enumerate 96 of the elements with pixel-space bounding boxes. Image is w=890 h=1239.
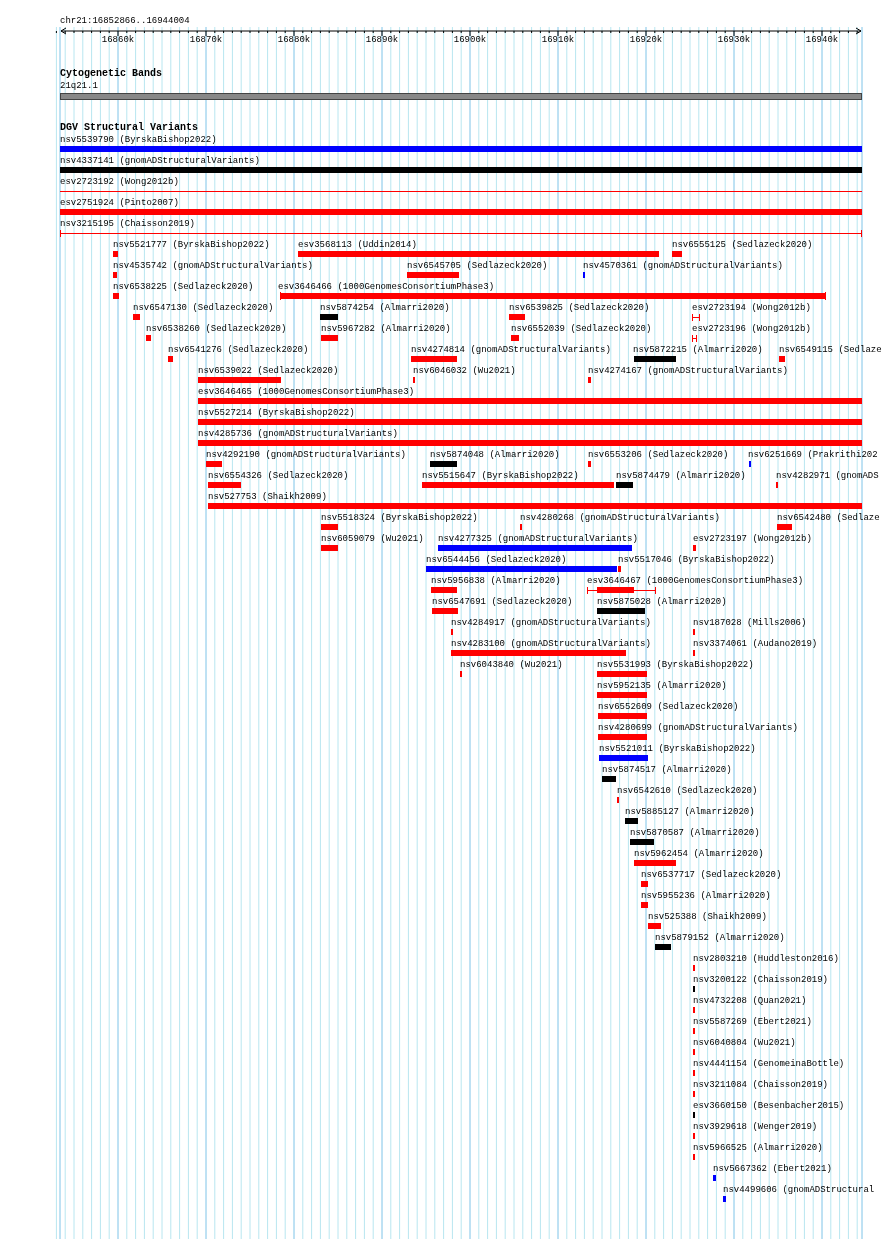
variant-label: nsv6549115 (Sedlaze: [779, 345, 882, 355]
tick-label: 16870k: [189, 35, 223, 45]
variant-label: nsv6538260 (Sedlazeck2020): [146, 324, 287, 334]
variant-label: nsv4280699 (gnomADStructuralVariants): [598, 723, 798, 733]
variant-label: nsv4274814 (gnomADStructuralVariants): [411, 345, 611, 355]
variant-label: nsv4732208 (Quan2021): [693, 996, 807, 1006]
variant-label: nsv3929618 (Wenger2019): [693, 1122, 818, 1132]
variant-label: nsv4285736 (gnomADStructuralVariants): [198, 429, 398, 439]
variant-label: esv3646467 (1000GenomesConsortiumPhase3): [587, 576, 804, 586]
variant-label: nsv4337141 (gnomADStructuralVariants): [60, 156, 260, 166]
region-title: chr21:16852866..16944004: [60, 16, 190, 26]
variant-label: esv2723197 (Wong2012b): [693, 534, 812, 544]
variant-label: nsv4274167 (gnomADStructuralVariants): [588, 366, 788, 376]
variant-label: nsv6542480 (Sedlaze: [777, 513, 880, 523]
variant-label: nsv5875028 (Almarri2020): [597, 597, 727, 607]
variant-label: nsv3200122 (Chaisson2019): [693, 975, 829, 985]
tick-label: 16910k: [541, 35, 575, 45]
variant-label: nsv4441154 (GenomeinaBottle): [693, 1059, 845, 1069]
variant-label: nsv5518324 (ByrskaBishop2022): [321, 513, 478, 523]
track-title: Cytogenetic Bands: [60, 69, 163, 79]
variant-label: nsv4284917 (gnomADStructuralVariants): [451, 618, 651, 628]
band-label: 21q21.1: [60, 81, 98, 91]
variant-label: nsv525388 (Shaikh2009): [648, 912, 767, 922]
variant-label: nsv4499606 (gnomADStructural: [723, 1185, 875, 1195]
variant-label: nsv6043840 (Wu2021): [460, 660, 563, 670]
variant-label: nsv5955236 (Almarri2020): [641, 891, 771, 901]
variant-label: nsv5966525 (Almarri2020): [693, 1143, 823, 1153]
variant-label: nsv5870587 (Almarri2020): [630, 828, 760, 838]
variant-label: esv2723192 (Wong2012b): [60, 177, 179, 187]
variant-label: nsv6547691 (Sedlazeck2020): [432, 597, 573, 607]
tick-label: 16900k: [453, 35, 487, 45]
variant-label: nsv6555125 (Sedlazeck2020): [672, 240, 813, 250]
variant-label: esv3568113 (Uddin2014): [298, 240, 417, 250]
variant-label: nsv6059079 (Wu2021): [321, 534, 424, 544]
variant-label: esv3660150 (Besenbacher2015): [693, 1101, 845, 1111]
variant-label: nsv6552039 (Sedlazeck2020): [511, 324, 652, 334]
variant-label: nsv6539825 (Sedlazeck2020): [509, 303, 650, 313]
variant-label: nsv5531993 (ByrskaBishop2022): [597, 660, 754, 670]
variant-label: nsv6538225 (Sedlazeck2020): [113, 282, 254, 292]
variant-label: nsv5872215 (Almarri2020): [633, 345, 763, 355]
variant-label: nsv4570361 (gnomADStructuralVariants): [583, 261, 783, 271]
variant-label: nsv4282971 (gnomADS: [776, 471, 879, 481]
variant-label: nsv5517046 (ByrskaBishop2022): [618, 555, 775, 565]
variant-label: nsv6554326 (Sedlazeck2020): [208, 471, 349, 481]
variant-label: nsv6542610 (Sedlazeck2020): [617, 786, 758, 796]
variant-label: nsv5539790 (ByrskaBishop2022): [60, 135, 217, 145]
variant-label: nsv3215195 (Chaisson2019): [60, 219, 196, 229]
variant-label: nsv2803210 (Huddleston2016): [693, 954, 839, 964]
variant-label: nsv527753 (Shaikh2009): [208, 492, 327, 502]
variant-label: nsv6552609 (Sedlazeck2020): [598, 702, 739, 712]
variant-label: esv3646466 (1000GenomesConsortiumPhase3): [278, 282, 495, 292]
variant-label: nsv5967282 (Almarri2020): [321, 324, 451, 334]
variant-label: nsv6537717 (Sedlazeck2020): [641, 870, 782, 880]
tick-label: 16890k: [365, 35, 399, 45]
variant-label: nsv6547130 (Sedlazeck2020): [133, 303, 274, 313]
variant-label: nsv3374061 (Audano2019): [693, 639, 818, 649]
variant-label: nsv5527214 (ByrskaBishop2022): [198, 408, 355, 418]
variant-label: nsv4292190 (gnomADStructuralVariants): [206, 450, 406, 460]
variant-label: esv2751924 (Pinto2007): [60, 198, 179, 208]
tick-label: 16940k: [805, 35, 839, 45]
tick-label: 16930k: [717, 35, 751, 45]
variant-label: nsv6545705 (Sedlazeck2020): [407, 261, 548, 271]
variant-label: nsv4535742 (gnomADStructuralVariants): [113, 261, 313, 271]
variant-label: nsv5667362 (Ebert2021): [713, 1164, 832, 1174]
variant-label: nsv5952135 (Almarri2020): [597, 681, 727, 691]
variant-label: nsv5521011 (ByrskaBishop2022): [599, 744, 756, 754]
tick-label: 16880k: [277, 35, 311, 45]
variant-label: nsv5874048 (Almarri2020): [430, 450, 560, 460]
variant-label: nsv6541276 (Sedlazeck2020): [168, 345, 309, 355]
variant-label: nsv4277325 (gnomADStructuralVariants): [438, 534, 638, 544]
variant-label: esv2723194 (Wong2012b): [692, 303, 811, 313]
variant-label: nsv5874517 (Almarri2020): [602, 765, 732, 775]
variant-label: nsv3211084 (Chaisson2019): [693, 1080, 829, 1090]
variant-label: nsv5521777 (ByrskaBishop2022): [113, 240, 270, 250]
variant-label: nsv5874254 (Almarri2020): [320, 303, 450, 313]
variant-label: nsv5874479 (Almarri2020): [616, 471, 746, 481]
tick-label: 16920k: [629, 35, 663, 45]
variant-label: nsv5515647 (ByrskaBishop2022): [422, 471, 579, 481]
variant-label: nsv4280268 (gnomADStructuralVariants): [520, 513, 720, 523]
variant-label: nsv4283100 (gnomADStructuralVariants): [451, 639, 651, 649]
variant-label: nsv6046032 (Wu2021): [413, 366, 516, 376]
tick-label: 16860k: [101, 35, 135, 45]
variant-label: nsv5885127 (Almarri2020): [625, 807, 755, 817]
track-title: DGV Structural Variants: [60, 123, 199, 133]
variant-label: nsv5962454 (Almarri2020): [634, 849, 764, 859]
variant-label: nsv6040804 (Wu2021): [693, 1038, 796, 1048]
variant-label: nsv5587269 (Ebert2021): [693, 1017, 812, 1027]
variant-label: nsv6251669 (Prakrithi202: [748, 450, 878, 460]
variant-label: nsv6553206 (Sedlazeck2020): [588, 450, 729, 460]
variant-label: nsv187028 (Mills2006): [693, 618, 807, 628]
variant-label: nsv6544456 (Sedlazeck2020): [426, 555, 567, 565]
variant-label: esv3646465 (1000GenomesConsortiumPhase3): [198, 387, 415, 397]
variant-label: esv2723196 (Wong2012b): [692, 324, 811, 334]
variant-label: nsv5879152 (Almarri2020): [655, 933, 785, 943]
variant-label: nsv6539022 (Sedlazeck2020): [198, 366, 339, 376]
variant-label: nsv5956838 (Almarri2020): [431, 576, 561, 586]
